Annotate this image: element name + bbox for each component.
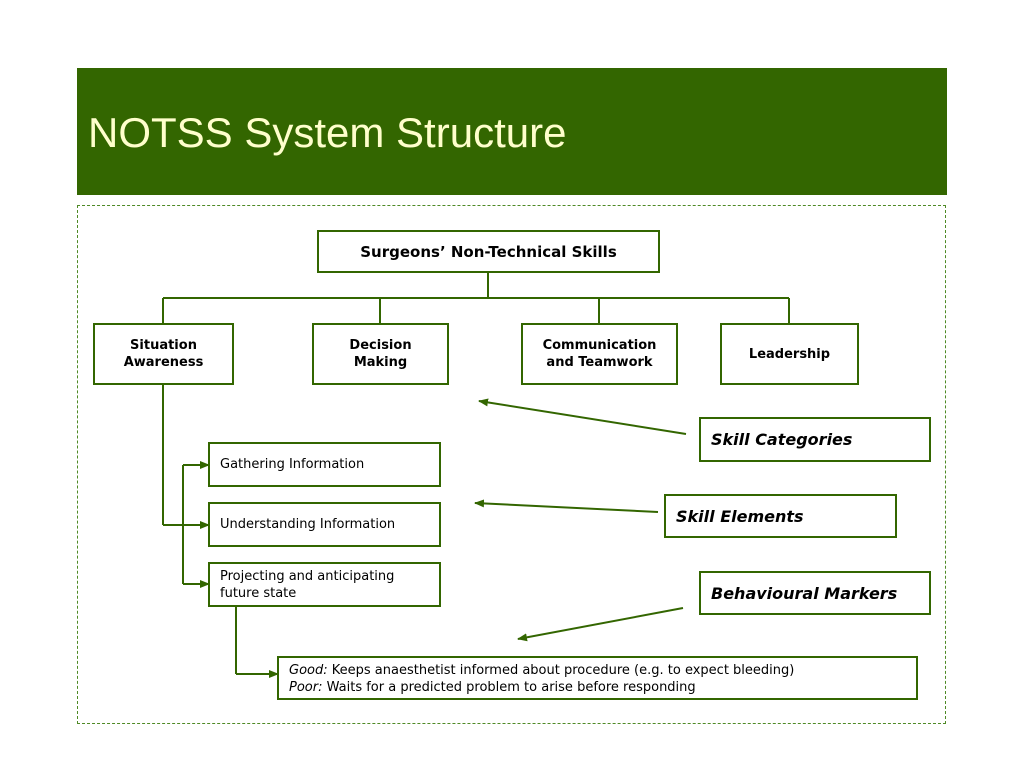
element-understanding-information: Understanding Information	[208, 502, 441, 547]
good-marker-line: Good: Keeps anaesthetist informed about …	[289, 662, 906, 679]
poor-marker-label: Poor:	[289, 680, 323, 695]
category-leadership: Leadership	[720, 323, 859, 385]
category-label: Situation Awareness	[123, 338, 204, 370]
good-marker-text: Keeps anaesthetist informed about proced…	[331, 663, 795, 678]
category-situation-awareness: Situation Awareness	[93, 323, 234, 385]
behavioural-markers-pointer	[517, 607, 684, 642]
skill-categories-pointer	[478, 398, 687, 435]
category-label: Communication and Teamwork	[542, 338, 657, 370]
title-banner: NOTSS System Structure	[77, 68, 947, 195]
element-label: Understanding Information	[220, 517, 396, 532]
category-label: Leadership	[748, 346, 831, 362]
behavioural-markers-example: Good: Keeps anaesthetist informed about …	[277, 656, 918, 700]
root-node-label: Surgeons’ Non-Technical Skills	[360, 242, 617, 261]
diagram-frame	[77, 205, 946, 724]
category-communication-teamwork: Communication and Teamwork	[521, 323, 678, 385]
element-label: Projecting and anticipating future state	[220, 568, 395, 601]
legend-behavioural-markers: Behavioural Markers	[699, 571, 931, 615]
skill-elements-pointer	[474, 499, 659, 513]
root-node: Surgeons’ Non-Technical Skills	[317, 230, 660, 273]
element-gathering-information: Gathering Information	[208, 442, 441, 487]
legend-label: Skill Categories	[711, 430, 853, 449]
category-decision-making: Decision Making	[312, 323, 449, 385]
legend-skill-categories: Skill Categories	[699, 417, 931, 462]
category-label: Decision Making	[349, 338, 412, 370]
legend-skill-elements: Skill Elements	[664, 494, 897, 538]
slide-title: NOTSS System Structure	[88, 109, 567, 156]
legend-label: Skill Elements	[676, 506, 804, 526]
legend-label: Behavioural Markers	[711, 583, 898, 603]
poor-marker-line: Poor: Waits for a predicted problem to a…	[289, 679, 906, 696]
good-marker-label: Good:	[289, 663, 328, 678]
element-projecting-future-state: Projecting and anticipating future state	[208, 562, 441, 607]
poor-marker-text: Waits for a predicted problem to arise b…	[326, 680, 696, 695]
element-label: Gathering Information	[220, 457, 365, 472]
